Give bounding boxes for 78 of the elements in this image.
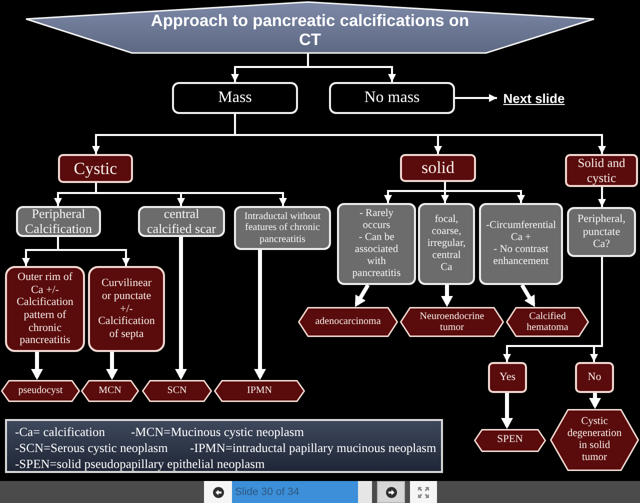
branch-box bbox=[172, 82, 298, 114]
finding-box bbox=[567, 207, 636, 257]
diagnosis-label: pseudocyst bbox=[18, 385, 63, 397]
arrow bbox=[307, 53, 396, 82]
diagnosis-label: MCN bbox=[98, 385, 122, 397]
arrow bbox=[95, 183, 287, 206]
diagnosis-hexagon bbox=[298, 307, 398, 337]
diagnosis-hexagon bbox=[81, 380, 139, 402]
finding-text: - No contrast enhancement bbox=[492, 244, 550, 268]
arrow bbox=[455, 94, 497, 102]
category-label: Yes bbox=[499, 371, 516, 384]
next-slide-link: Next slide bbox=[497, 90, 571, 107]
title-text: Approach to pancreatic calcifications on CT bbox=[150, 12, 470, 50]
finding-box bbox=[234, 206, 331, 250]
diagnosis-hexagon bbox=[400, 307, 504, 337]
arrow bbox=[501, 393, 513, 429]
category-label: Curvilinear or punctate +/- Calcification of septa bbox=[97, 277, 156, 341]
arrow bbox=[31, 352, 43, 380]
finding-text: Peripheral, punctate Ca? bbox=[576, 213, 626, 251]
category-box bbox=[88, 266, 165, 352]
arrow bbox=[441, 285, 453, 307]
arrow bbox=[106, 352, 118, 380]
title-banner bbox=[25, 1, 595, 54]
finding-text: -Circumferential Ca + bbox=[485, 220, 557, 244]
abbreviation-text: -MCN=Mucinous cystic neoplasm bbox=[131, 425, 304, 440]
abbreviation-text: -SPEN=solid pseudopapillary epithelial neoplasm bbox=[15, 457, 265, 472]
arrow bbox=[598, 187, 606, 207]
arrow bbox=[520, 284, 536, 307]
diagnosis-label: Neuroendocrine tumor bbox=[418, 310, 486, 334]
diagnosis-hexagon bbox=[474, 429, 546, 452]
category-label: Cystic bbox=[74, 158, 118, 178]
category-box bbox=[5, 266, 85, 352]
finding-text: Intraductal without features of chronic pancreatitis bbox=[243, 210, 322, 246]
category-box bbox=[400, 154, 476, 182]
finding-box bbox=[16, 206, 101, 237]
category-label: Solid and cystic bbox=[576, 156, 626, 185]
diagnosis-label: SCN bbox=[167, 385, 187, 397]
branch-label: Mass bbox=[218, 88, 252, 108]
finding-text: Peripheral Calcification bbox=[24, 206, 94, 236]
abbreviation-text: -IPMN=intraductal papillary mucinous neoplasm bbox=[190, 441, 436, 456]
arrow bbox=[234, 114, 606, 154]
finding-text: central calcified scar bbox=[146, 206, 217, 236]
finding-box bbox=[138, 206, 225, 237]
category-box bbox=[58, 154, 133, 183]
diagnosis-label: Calcified hematoma bbox=[526, 310, 570, 334]
diagnosis-hexagon bbox=[1, 380, 80, 402]
category-label: Outer rim of Ca +/- Calcification pattern of chronic pancreatitis bbox=[16, 271, 74, 347]
finding-box bbox=[337, 203, 416, 285]
arrow bbox=[254, 250, 266, 380]
progress-bar: Slide 30 of 34 bbox=[232, 481, 372, 503]
diagnosis-label: SPEN bbox=[497, 434, 523, 447]
arrow bbox=[589, 393, 601, 409]
finding-box bbox=[479, 203, 563, 285]
diagnosis-hexagon bbox=[214, 380, 305, 402]
diagnosis-hexagon bbox=[550, 409, 639, 471]
branch-label: No mass bbox=[364, 88, 420, 108]
abbreviation-text: -SCN=Serous cystic neoplasm bbox=[15, 441, 168, 456]
diagnosis-hexagon bbox=[506, 307, 589, 337]
diagnosis-label: Cystic degeneration in solid tumor bbox=[566, 416, 623, 464]
category-box bbox=[565, 154, 638, 187]
abbreviation-text: -Ca= calcification bbox=[15, 425, 105, 440]
finding-box bbox=[418, 203, 475, 285]
category-label: No bbox=[588, 371, 602, 384]
branch-box bbox=[329, 82, 455, 114]
diagnosis-label: IPMN bbox=[246, 385, 272, 397]
arrow bbox=[354, 284, 370, 307]
category-box bbox=[575, 362, 614, 393]
finding-text: - Can be associated with pancreatitis bbox=[351, 232, 402, 280]
arrow bbox=[444, 182, 525, 203]
abbreviation-key-panel bbox=[5, 419, 443, 473]
category-label: solid bbox=[421, 158, 455, 178]
diagnosis-label: adenocarcinoma bbox=[315, 316, 381, 328]
finding-text: focal, coarse, irregular, central Ca bbox=[426, 214, 467, 274]
arrow bbox=[175, 237, 187, 380]
diagnosis-hexagon bbox=[142, 380, 212, 402]
category-box bbox=[488, 362, 527, 393]
arrow bbox=[590, 257, 603, 362]
finding-text: - Rarely occurs bbox=[358, 208, 395, 232]
